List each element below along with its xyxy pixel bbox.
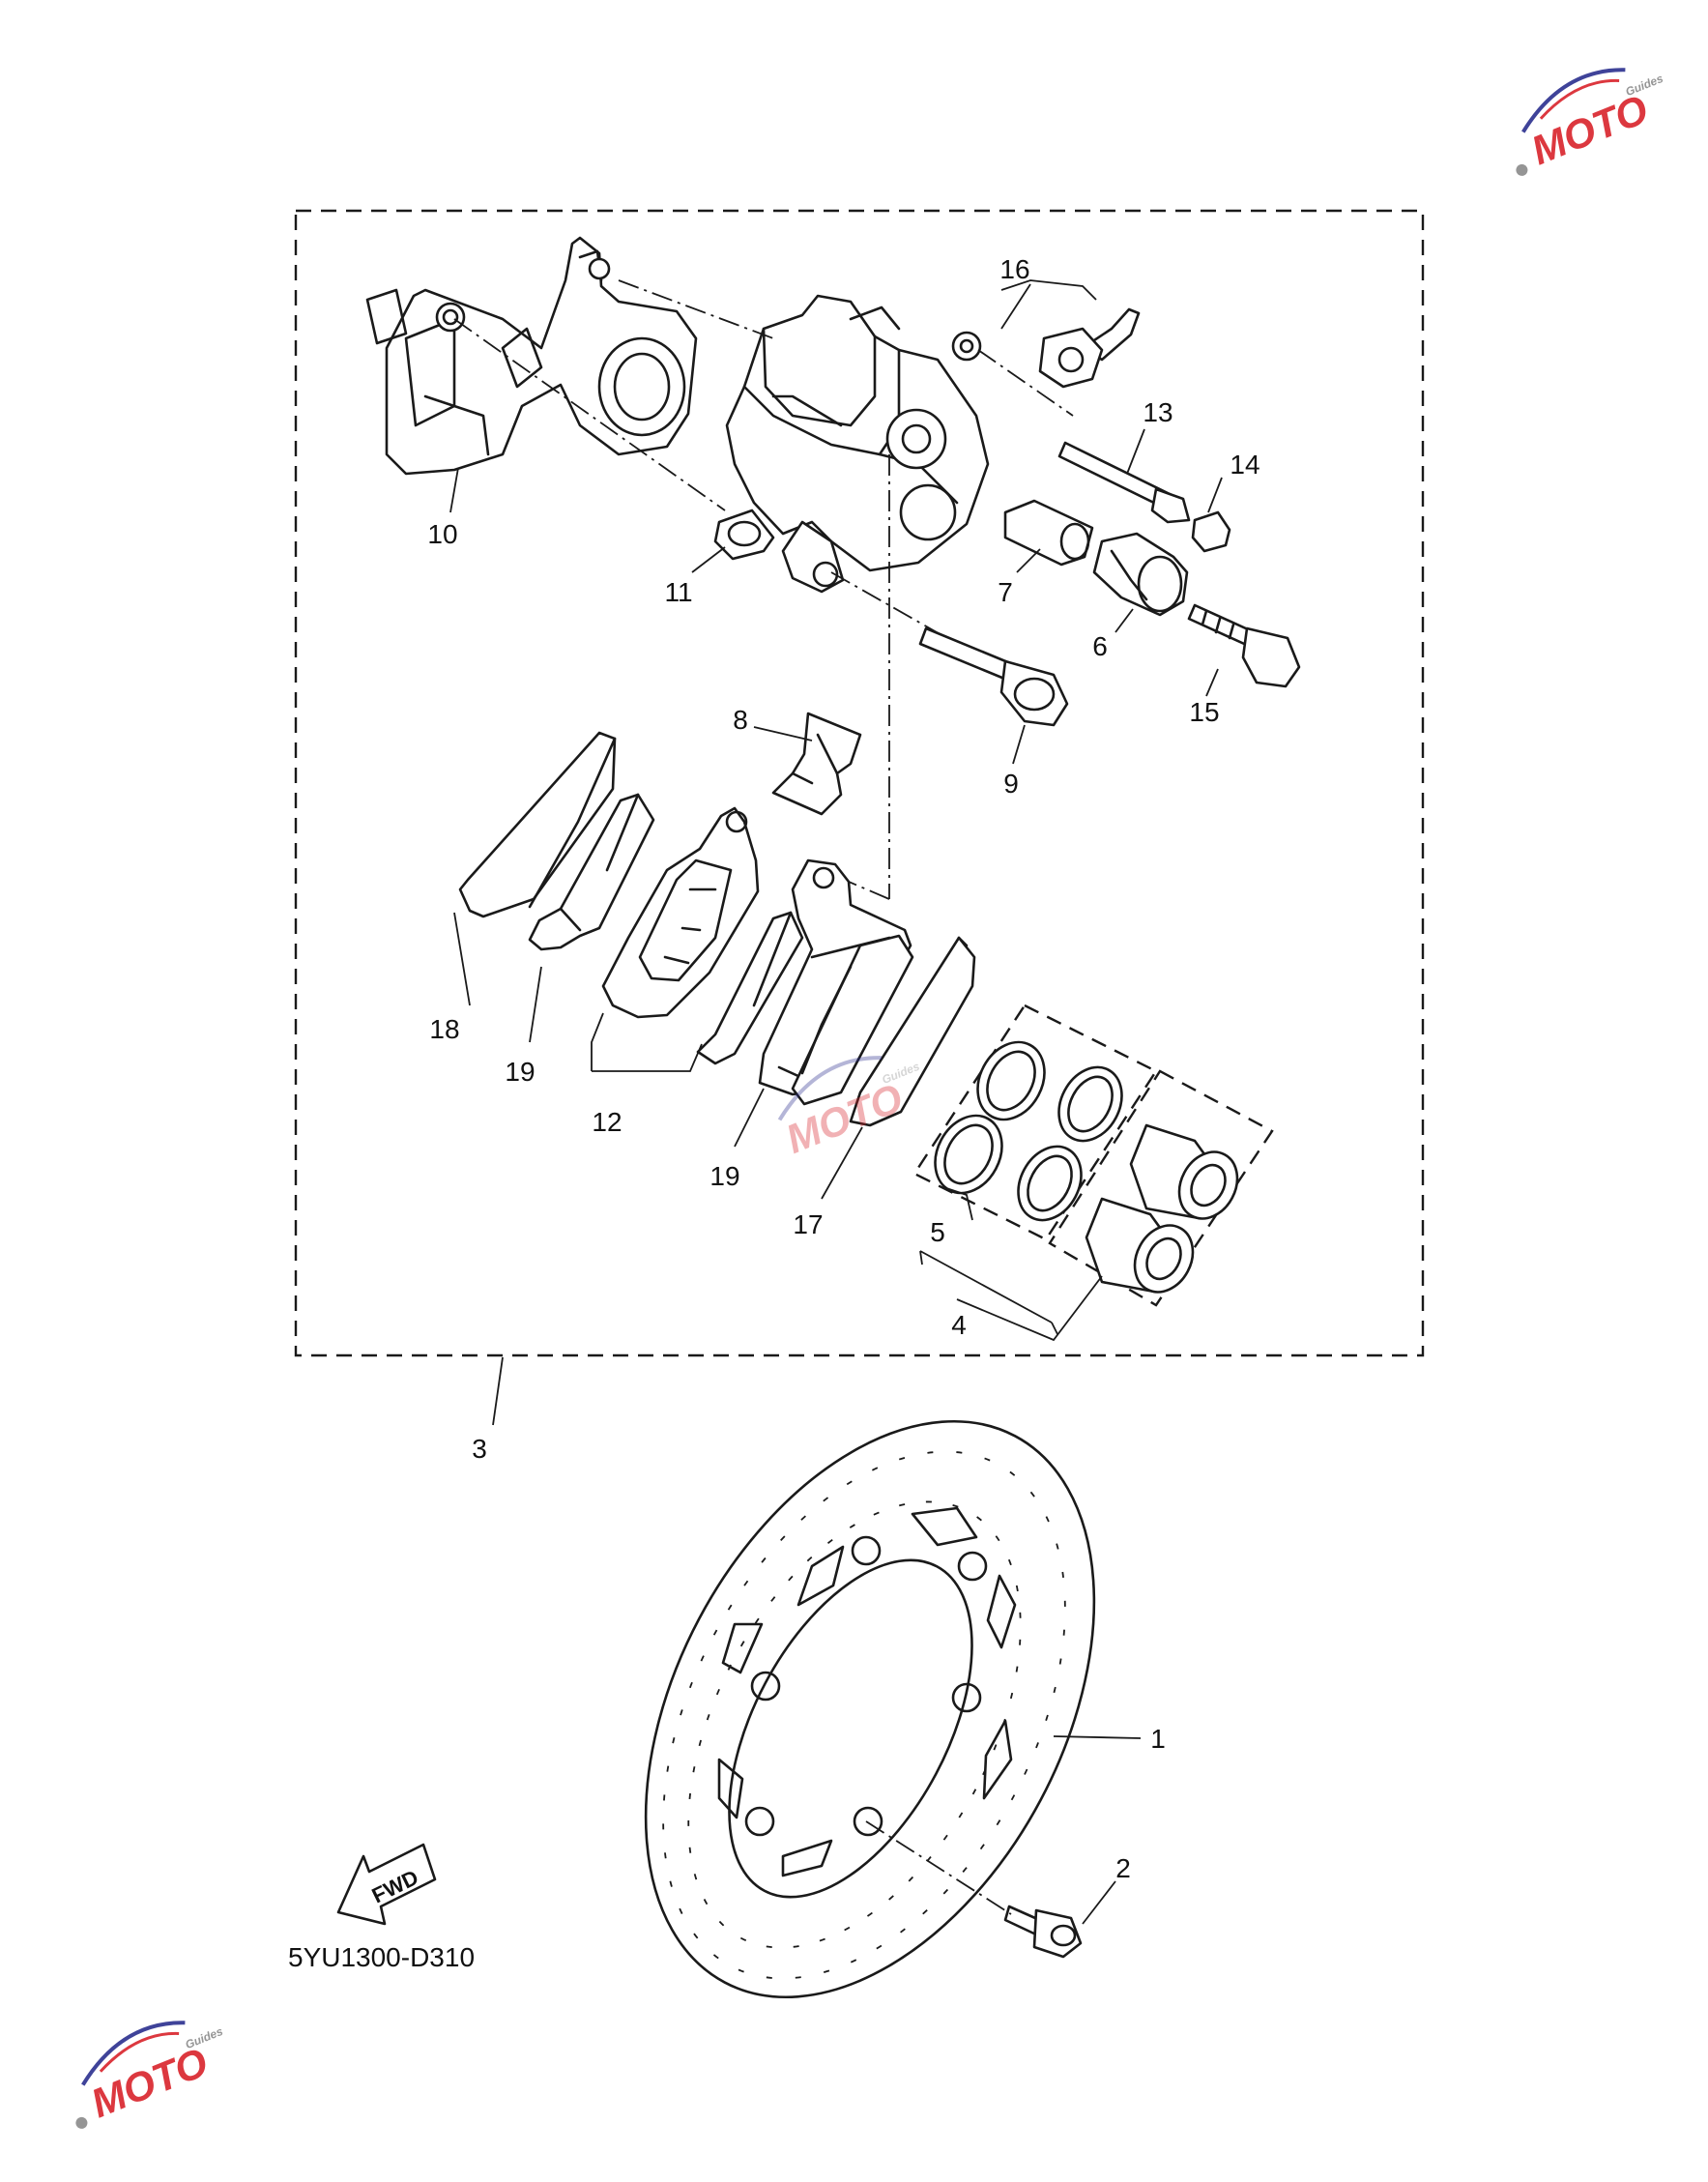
caliper-piston-set bbox=[1048, 1069, 1274, 1307]
callout-10: 10 bbox=[427, 519, 457, 549]
callout-9: 9 bbox=[1003, 769, 1019, 799]
brake-pad-left bbox=[601, 806, 760, 1019]
watermark-text: MOTO bbox=[1525, 86, 1655, 173]
callout-13: 13 bbox=[1143, 397, 1172, 427]
callout-6: 6 bbox=[1092, 631, 1108, 661]
boot bbox=[1092, 532, 1189, 617]
callout-16: 16 bbox=[999, 254, 1029, 284]
callout-17: 17 bbox=[793, 1209, 823, 1239]
callout-11: 11 bbox=[664, 577, 692, 607]
watermark-logo-top-right: MOTO Guides bbox=[1516, 68, 1665, 176]
bolt-axis-line bbox=[453, 318, 726, 511]
callout-7: 7 bbox=[998, 577, 1013, 607]
brake-disc bbox=[644, 1419, 1096, 1999]
caliper-body bbox=[725, 294, 990, 594]
callout-labels: 1 2 3 4 5 6 7 8 9 10 11 12 13 14 15 16 1… bbox=[427, 254, 1259, 1883]
forward-arrow-icon: FWD bbox=[336, 1843, 437, 1926]
piston-seal-kit bbox=[912, 1004, 1158, 1241]
pad-plate bbox=[791, 934, 914, 1106]
pad-shim-outer bbox=[458, 731, 617, 918]
diagram-code: 5YU1300-D310 bbox=[288, 1942, 475, 1972]
pad-shim-inner bbox=[849, 936, 976, 1127]
caliper-bolt-long bbox=[918, 626, 1069, 727]
callout-12: 12 bbox=[592, 1107, 622, 1137]
callout-4: 4 bbox=[951, 1310, 967, 1340]
bush bbox=[713, 509, 775, 561]
watermark-subtext: Guides bbox=[1624, 72, 1665, 99]
pin-axis-line bbox=[977, 349, 1074, 417]
watermark-text: MOTO bbox=[85, 2039, 215, 2126]
piston-axis-line bbox=[821, 869, 890, 900]
sleeve bbox=[1003, 499, 1094, 567]
pad-pin bbox=[1057, 441, 1191, 524]
pad-shim-clip-left bbox=[528, 793, 655, 951]
callout-1: 1 bbox=[1150, 1724, 1166, 1754]
bracket-axis-line bbox=[618, 279, 774, 339]
bleed-screw bbox=[1038, 307, 1141, 389]
callout-2: 2 bbox=[1115, 1853, 1131, 1883]
callout-19-right: 19 bbox=[709, 1161, 739, 1191]
callout-5: 5 bbox=[930, 1217, 945, 1247]
watermark-logo-bottom-left: MOTO Guides bbox=[75, 2021, 225, 2129]
callout-14: 14 bbox=[1230, 450, 1259, 480]
caliper-assembly-boundary bbox=[294, 209, 1425, 1357]
pad-shim-clip-right bbox=[696, 911, 804, 1065]
callout-8: 8 bbox=[733, 705, 748, 735]
caliper-bolt-short bbox=[1187, 603, 1301, 688]
pad-spring bbox=[771, 712, 862, 816]
callout-19-left: 19 bbox=[505, 1057, 535, 1087]
leader-lines bbox=[449, 279, 1223, 1925]
callout-18: 18 bbox=[429, 1014, 459, 1044]
callout-3: 3 bbox=[472, 1434, 487, 1464]
caliper-bracket bbox=[365, 236, 698, 476]
callout-15: 15 bbox=[1189, 697, 1219, 727]
watermark-subtext: Guides bbox=[184, 2024, 225, 2051]
disc-bolt-axis-line bbox=[865, 1820, 1012, 1915]
pin-plug bbox=[1191, 510, 1231, 553]
disc-bolt bbox=[1003, 1905, 1083, 1959]
